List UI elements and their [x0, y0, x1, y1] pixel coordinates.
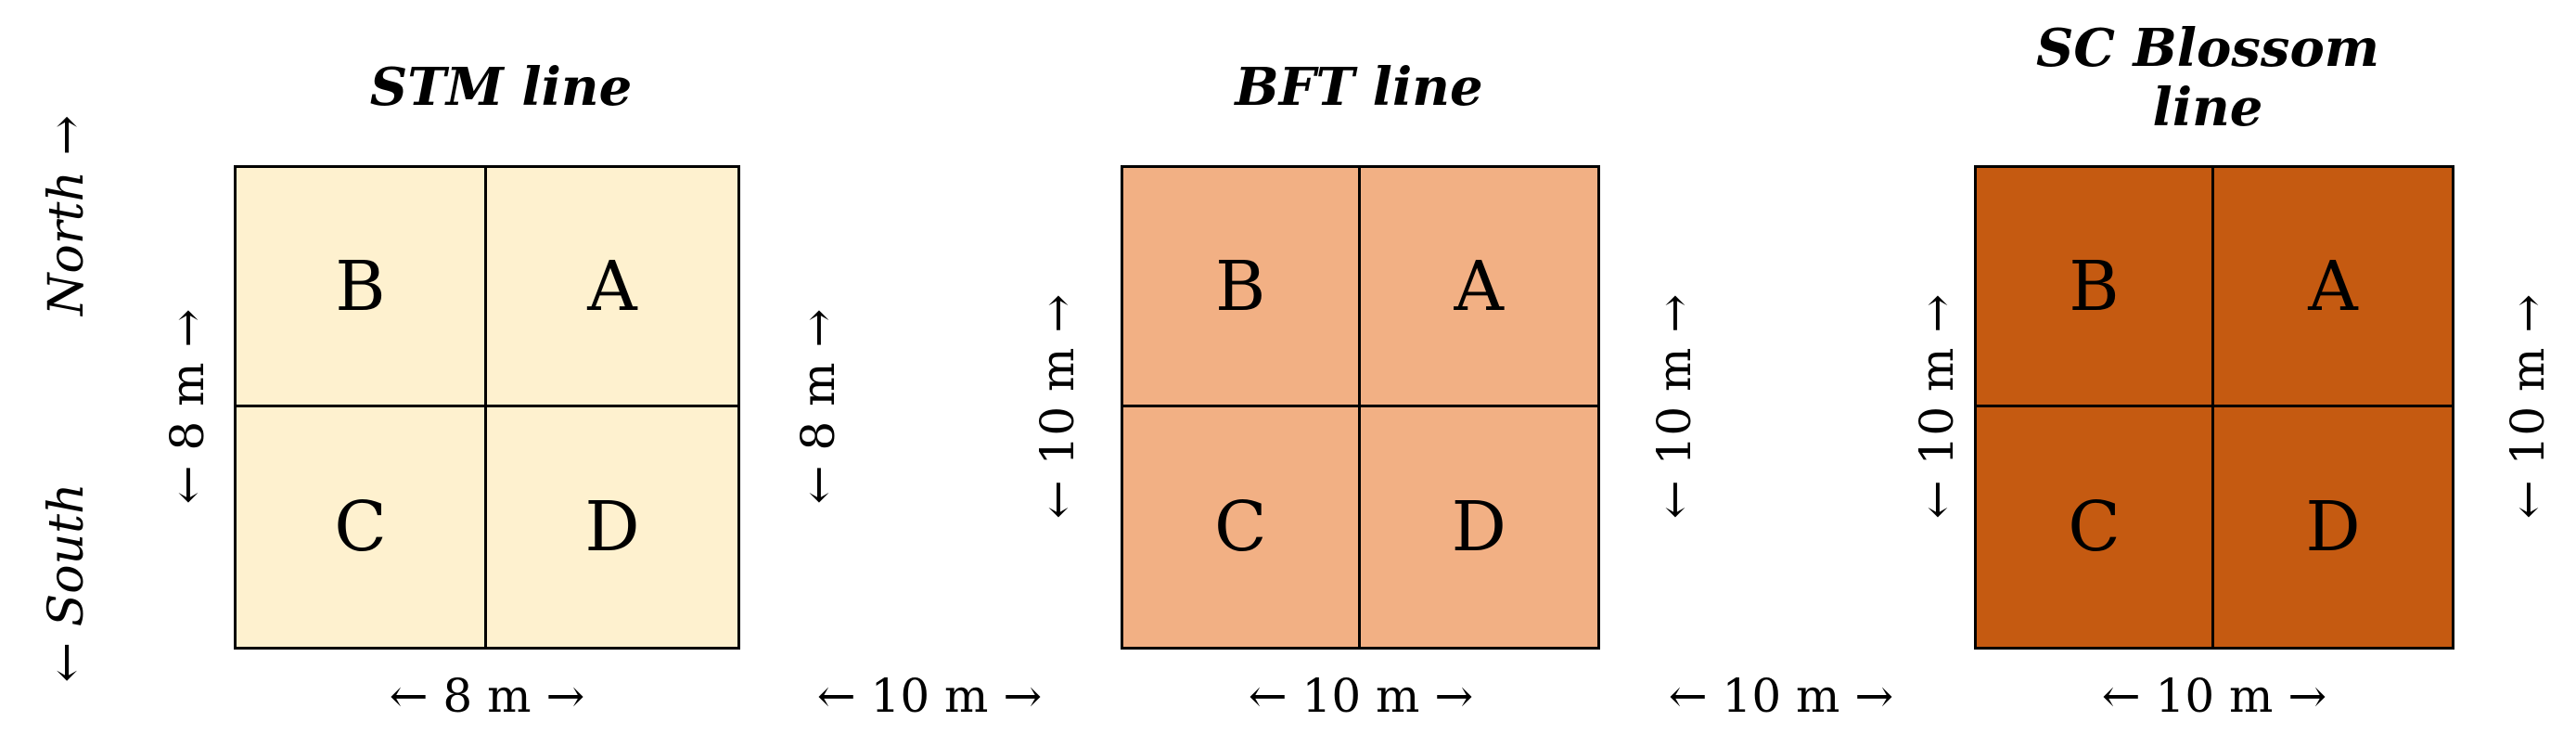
- dimension-left-bft: ← 10 m →: [1031, 293, 1084, 520]
- plot-cell-d: D: [2305, 487, 2361, 567]
- plot-title-line-1: SC Blossom: [2035, 18, 2380, 79]
- plot-cell-b: B: [1977, 168, 2214, 407]
- dimension-bottom-sc-blossom: ← 10 m →: [2101, 669, 2327, 723]
- plot-title-line-2: line: [2152, 77, 2263, 138]
- dimension-bottom-stm: ← 8 m →: [389, 669, 585, 723]
- plot-cell-c: C: [237, 407, 487, 647]
- plot-cell-a: A: [487, 168, 737, 407]
- plot-cell-b: B: [1123, 168, 1361, 407]
- north-word: North: [39, 171, 95, 316]
- dimension-right-stm: ← 8 m →: [791, 308, 845, 505]
- plot-title-bft: BFT line: [1235, 57, 1483, 118]
- dimension-right-bft: ← 10 m →: [1647, 293, 1701, 520]
- north-arrow-icon: →: [39, 114, 95, 156]
- dimension-left-stm: ← 8 m →: [160, 308, 214, 505]
- plot-grid-stm: B A C D: [234, 165, 740, 650]
- dimension-bottom-bft: ← 10 m →: [1248, 669, 1474, 723]
- south-arrow-icon: ←: [39, 641, 95, 683]
- south-label: ← South: [39, 483, 95, 683]
- plot-cell-d: D: [1451, 487, 1506, 567]
- plot-grid-bft: B A C D: [1121, 165, 1600, 650]
- plot-cell-a: A: [1360, 168, 1597, 407]
- plot-title-stm: STM line: [369, 57, 633, 118]
- plot-grid-sc-blossom: B A C D: [1974, 165, 2454, 650]
- plot-cell-c: C: [1123, 407, 1361, 647]
- dimension-left-sc-blossom: ← 10 m →: [1910, 293, 1964, 520]
- plot-cell-c: C: [1977, 407, 2214, 647]
- plot-title-sc-blossom: SC Blossom line: [2013, 19, 2403, 137]
- plot-cell-b: B: [237, 168, 487, 407]
- plot-cell-d: D: [584, 487, 640, 567]
- gap-dimension-2: ← 10 m →: [1668, 669, 1894, 723]
- north-label: North →: [39, 114, 95, 316]
- dimension-right-sc-blossom: ← 10 m →: [2501, 293, 2555, 520]
- gap-dimension-1: ← 10 m →: [816, 669, 1043, 723]
- south-word: South: [39, 483, 95, 627]
- plot-cell-a: A: [2214, 168, 2452, 407]
